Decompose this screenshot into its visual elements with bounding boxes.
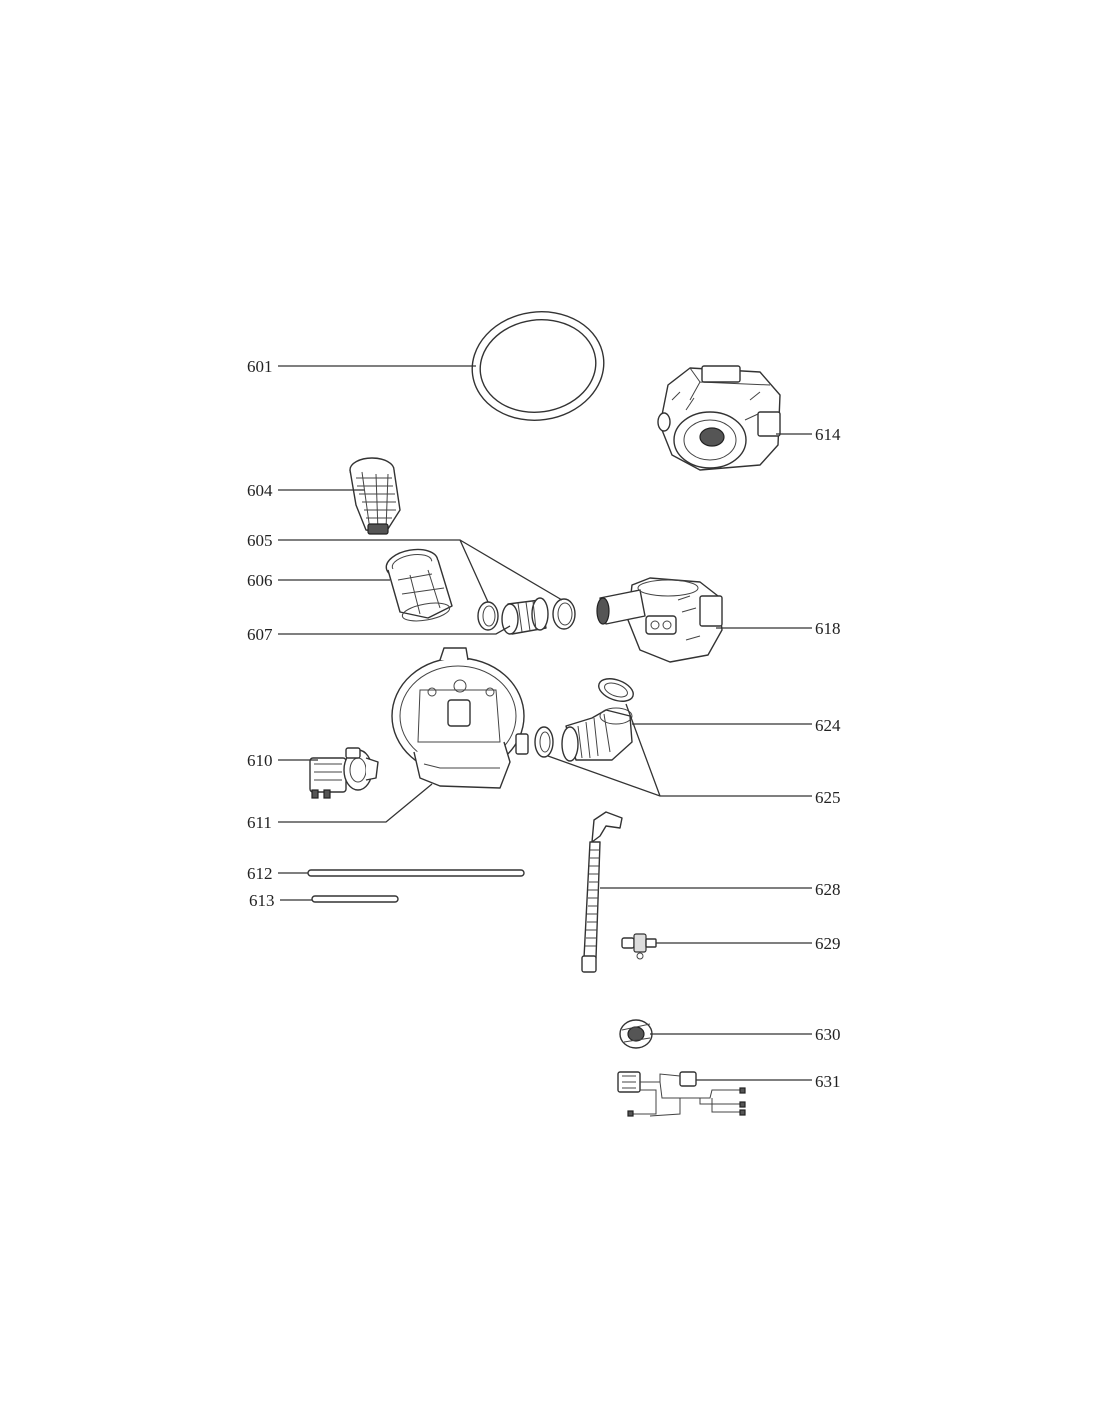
callout-630: 630 bbox=[815, 1025, 841, 1044]
part-624-hose-clamp bbox=[598, 678, 634, 702]
part-606-filter-cage bbox=[385, 548, 453, 622]
leader-611 bbox=[278, 783, 433, 823]
part-618-heat-pump bbox=[596, 577, 723, 663]
callout-631: 631 bbox=[815, 1072, 841, 1091]
callout-labels: 601 604 605 606 607 610 611 612 613 614 … bbox=[247, 357, 841, 1091]
part-628-drain-hose bbox=[581, 811, 623, 973]
callout-624: 624 bbox=[815, 716, 841, 735]
callout-604: 604 bbox=[247, 481, 273, 500]
callout-625: 625 bbox=[815, 788, 841, 807]
leader-605 bbox=[278, 539, 563, 603]
part-604-filter bbox=[349, 457, 401, 535]
part-607-connecting-sleeve bbox=[501, 597, 549, 635]
part-601-sealing-ring bbox=[471, 311, 605, 421]
callout-607: 607 bbox=[247, 625, 273, 644]
leader-lines bbox=[278, 365, 812, 1081]
callout-606: 606 bbox=[247, 571, 273, 590]
part-611-sump-housing bbox=[391, 647, 529, 789]
part-629-sensor bbox=[621, 933, 657, 960]
part-625-elbow-hose-clamp bbox=[534, 707, 633, 762]
callout-613: 613 bbox=[249, 891, 275, 910]
callout-601: 601 bbox=[247, 357, 273, 376]
part-605-hose-clamps bbox=[477, 598, 576, 631]
part-630-level-switch bbox=[619, 1019, 653, 1049]
callout-628: 628 bbox=[815, 880, 841, 899]
part-612-rod bbox=[307, 869, 525, 877]
leader-625 bbox=[547, 703, 812, 797]
callout-611: 611 bbox=[247, 813, 272, 832]
part-631-wiring-harness bbox=[617, 1071, 746, 1117]
callout-612: 612 bbox=[247, 864, 273, 883]
callout-605: 605 bbox=[247, 531, 273, 550]
part-610-drain-pump bbox=[309, 747, 379, 799]
leader-607 bbox=[278, 625, 511, 635]
part-613-rod bbox=[311, 895, 399, 903]
callout-610: 610 bbox=[247, 751, 273, 770]
callout-629: 629 bbox=[815, 934, 841, 953]
callout-614: 614 bbox=[815, 425, 841, 444]
callout-618: 618 bbox=[815, 619, 841, 638]
part-614-circulation-pump bbox=[657, 365, 781, 471]
